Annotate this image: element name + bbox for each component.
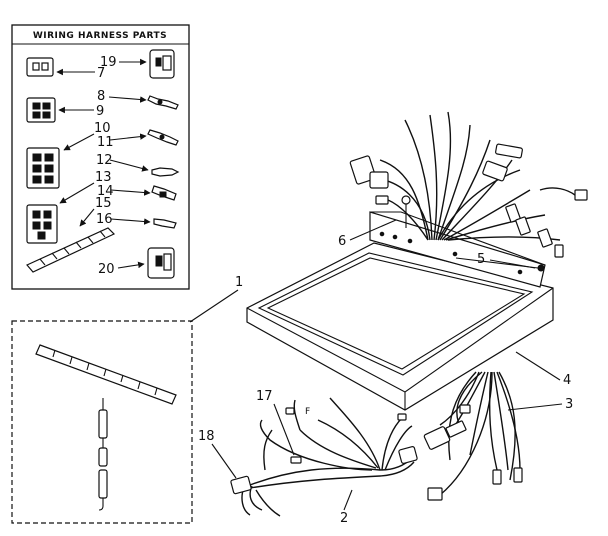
connector-part-19: [149, 49, 175, 79]
callout-18: 18: [198, 429, 215, 444]
wire-harness-part-2: [230, 397, 418, 517]
connector-part-7: [26, 57, 54, 77]
console-frame-part-4: [246, 211, 554, 411]
callout-3: 3: [565, 397, 573, 412]
wire-harness-part-3: [423, 371, 523, 501]
callout-2: 2: [340, 511, 348, 526]
terminal-strip-part-15: [26, 227, 116, 273]
connector-part-10: [26, 147, 60, 189]
part-label-16: 16: [96, 212, 113, 227]
leader-line-1: [189, 289, 239, 323]
part-label-19: 19: [100, 55, 117, 70]
callout-17: 17: [256, 389, 273, 404]
leader-line-17: [273, 403, 295, 456]
wire-tag-f: F: [305, 407, 310, 417]
connector-part-13: [26, 204, 58, 244]
part-label-13: 13: [95, 170, 112, 185]
terminal-part-16: [153, 218, 177, 229]
terminal-part-12: [151, 167, 180, 177]
connector-part-9: [26, 97, 56, 123]
part-1-kit-box: [11, 320, 193, 524]
wiring-harness-parts-inset: WIRING HARNESS PARTS 7 19 8: [11, 24, 190, 290]
connector-part-20: [147, 247, 175, 279]
callout-4: 4: [563, 373, 571, 388]
inset-title: WIRING HARNESS PARTS: [33, 31, 167, 41]
part-label-12: 12: [96, 153, 113, 168]
callout-5: 5: [477, 252, 485, 267]
terminal-part-14: [151, 185, 177, 201]
leader-line-2: [343, 489, 353, 511]
leader-line-18: [211, 443, 237, 479]
leader-line-6: [349, 219, 397, 241]
part-label-9: 9: [96, 104, 104, 119]
part-label-8: 8: [97, 89, 105, 104]
part-label-20: 20: [98, 262, 115, 277]
upper-wire-harness: [349, 111, 588, 272]
callout-6: 6: [338, 234, 346, 249]
part-label-10: 10: [94, 121, 111, 136]
part-label-11: 11: [97, 135, 114, 150]
callout-1: 1: [235, 275, 243, 290]
leader-line-5: [489, 259, 536, 269]
leader-line-3: [507, 403, 563, 411]
part-label-7: 7: [97, 66, 105, 81]
terminal-part-8: [147, 95, 179, 110]
leader-line-4: [515, 351, 561, 381]
part-label-14: 14: [97, 184, 114, 199]
terminal-part-11: [147, 129, 179, 146]
part-label-15: 15: [95, 196, 112, 211]
